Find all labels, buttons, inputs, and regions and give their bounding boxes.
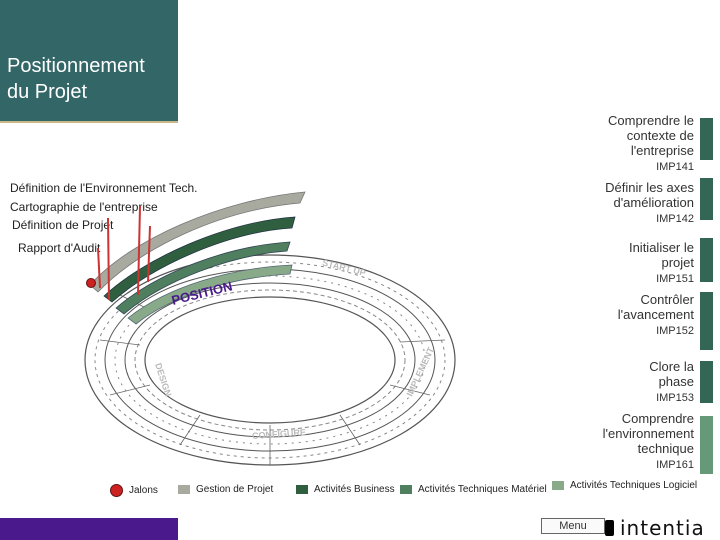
side-item-label: Définir les axes d'amélioration [605, 180, 694, 210]
side-item-imp152[interactable]: Contrôler l'avancement IMP152 [616, 292, 694, 339]
side-item-label: Clore la phase [649, 359, 694, 389]
side-bar-imp153 [700, 361, 713, 403]
title-box: Positionnement du Projet [0, 0, 178, 123]
page-title: Positionnement du Projet [7, 55, 145, 103]
label-projet: Définition de Projet [12, 218, 114, 232]
arc-business [103, 216, 296, 303]
side-item-code: IMP151 [656, 273, 694, 285]
side-item-imp153[interactable]: Clore la phase IMP153 [634, 359, 694, 406]
legend-label: Activités Business [314, 484, 395, 495]
legend-jalons: Jalons [110, 484, 158, 497]
legend: Jalons Gestion de Projet Activités Busin… [0, 480, 720, 500]
side-item-label: Contrôler l'avancement [617, 292, 694, 322]
side-item-code: IMP161 [656, 459, 694, 471]
side-item-code: IMP142 [656, 213, 694, 225]
side-item-code: IMP152 [656, 325, 694, 337]
label-audit: Rapport d'Audit [18, 241, 101, 255]
side-bar-imp141 [700, 118, 713, 160]
ring-label-implement: IMPLEMENT [405, 345, 437, 398]
logo-mark-icon [605, 520, 614, 536]
legend-gestion: Gestion de Projet [178, 484, 273, 495]
side-item-code: IMP141 [656, 161, 694, 173]
side-item-imp161[interactable]: Comprendre l'environnement technique IMP… [584, 411, 694, 473]
arc-materiel [115, 241, 291, 315]
milestone-dot [86, 278, 96, 288]
side-item-code: IMP153 [656, 392, 694, 404]
side-item-imp142[interactable]: Définir les axes d'amélioration IMP142 [584, 180, 694, 227]
menu-button[interactable]: Menu [541, 518, 605, 534]
swatch-icon [296, 485, 308, 494]
arc-logiciel [127, 264, 293, 325]
logo: intentia [605, 516, 705, 540]
logo-text: intentia [620, 516, 705, 540]
legend-label: Activités Techniques Logiciel [570, 480, 698, 491]
side-bar-imp161 [700, 416, 713, 474]
ring-label-design: DESIGN [153, 362, 173, 398]
legend-materiel: Activités Techniques Matériel [400, 484, 547, 495]
label-env-tech: Définition de l'Environnement Tech. [10, 181, 198, 195]
side-item-imp151[interactable]: Initialiser le projet IMP151 [624, 240, 694, 287]
side-bar-imp142 [700, 178, 713, 220]
milestone-dot-icon [110, 484, 123, 497]
side-item-label: Comprendre le contexte de l'entreprise [608, 113, 694, 158]
ring-label-configure: CONFIGURE [252, 427, 307, 441]
legend-label: Activités Techniques Matériel [418, 484, 547, 495]
legend-label: Jalons [129, 485, 158, 496]
methodology-diagram: POSITION START UP DESIGN IMPLEMENT CONFI… [84, 191, 456, 466]
legend-label: Gestion de Projet [196, 484, 274, 495]
swatch-icon [400, 485, 412, 494]
side-item-label: Comprendre l'environnement technique [602, 411, 694, 456]
legend-logiciel: Activités Techniques Logiciel [552, 480, 697, 491]
deliverable-connectors [97, 205, 151, 301]
side-item-imp141[interactable]: Comprendre le contexte de l'entreprise I… [594, 113, 694, 175]
legend-business: Activités Business [296, 484, 395, 495]
side-item-label: Initialiser le projet [628, 240, 694, 270]
bottom-accent-strip [0, 518, 178, 540]
label-cartographie: Cartographie de l'entreprise [10, 200, 158, 214]
swatch-icon [552, 481, 564, 490]
side-bar-imp151 [700, 238, 713, 282]
swatch-icon [178, 485, 190, 494]
side-bar-imp152 [700, 292, 713, 350]
